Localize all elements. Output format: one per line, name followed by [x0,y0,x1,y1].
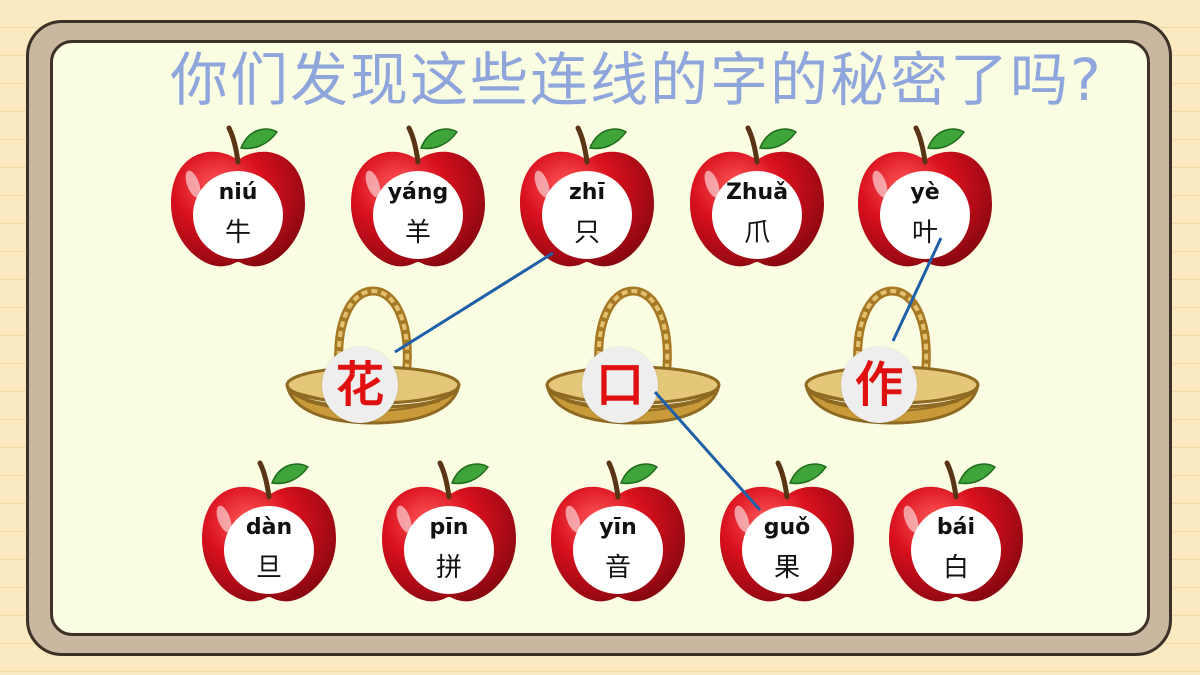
apple-hanzi: 叶 [911,218,938,248]
link-line [653,391,762,511]
apple-pinyin: yè [910,180,940,205]
basket-disc [322,347,398,423]
basket[interactable]: 口 [538,285,728,435]
apple-pinyin: yáng [387,180,449,205]
apple-hanzi: 旦 [255,553,282,583]
apple-card[interactable]: niú 牛 [163,122,313,272]
apple-pinyin: dàn [245,515,293,540]
apple-card[interactable]: guǒ 果 [712,457,862,607]
basket-char: 口 [595,357,644,413]
apple-hanzi: 爪 [743,218,770,248]
page-title: 你们发现这些连线的字的秘密了吗? [170,46,1103,114]
link-line [394,251,554,354]
basket-disc [582,347,658,423]
apple-hanzi: 牛 [224,218,251,248]
apple-pinyin: niú [218,180,258,205]
apple-card[interactable]: bái 白 [881,457,1031,607]
apple-hanzi: 羊 [404,218,431,248]
apple-card[interactable]: yáng 羊 [343,122,493,272]
apple-hanzi: 音 [604,553,631,583]
apple-hanzi: 拼 [435,553,462,583]
apple-card[interactable]: dàn 旦 [194,457,344,607]
basket[interactable]: 花 [278,285,468,435]
apple-pinyin: bái [936,515,976,540]
basket[interactable]: 作 [797,285,987,435]
apple-card[interactable]: pīn 拼 [374,457,524,607]
apple-pinyin: guǒ [763,515,811,540]
apple-pinyin: pīn [429,515,469,540]
apple-pinyin: yīn [599,515,637,540]
basket-char: 花 [335,357,384,413]
link-line [891,237,943,342]
apple-hanzi: 只 [573,218,600,248]
basket-char: 作 [854,357,903,413]
apple-card[interactable]: zhī 只 [512,122,662,272]
apple-card[interactable]: yīn 音 [543,457,693,607]
apple-card[interactable]: Zhuǎ 爪 [682,122,832,272]
apple-hanzi: 果 [773,553,800,583]
basket-disc [841,347,917,423]
apple-hanzi: 白 [942,553,969,583]
apple-card[interactable]: yè 叶 [850,122,1000,272]
apple-pinyin: zhī [568,180,605,205]
apple-pinyin: Zhuǎ [725,180,789,205]
